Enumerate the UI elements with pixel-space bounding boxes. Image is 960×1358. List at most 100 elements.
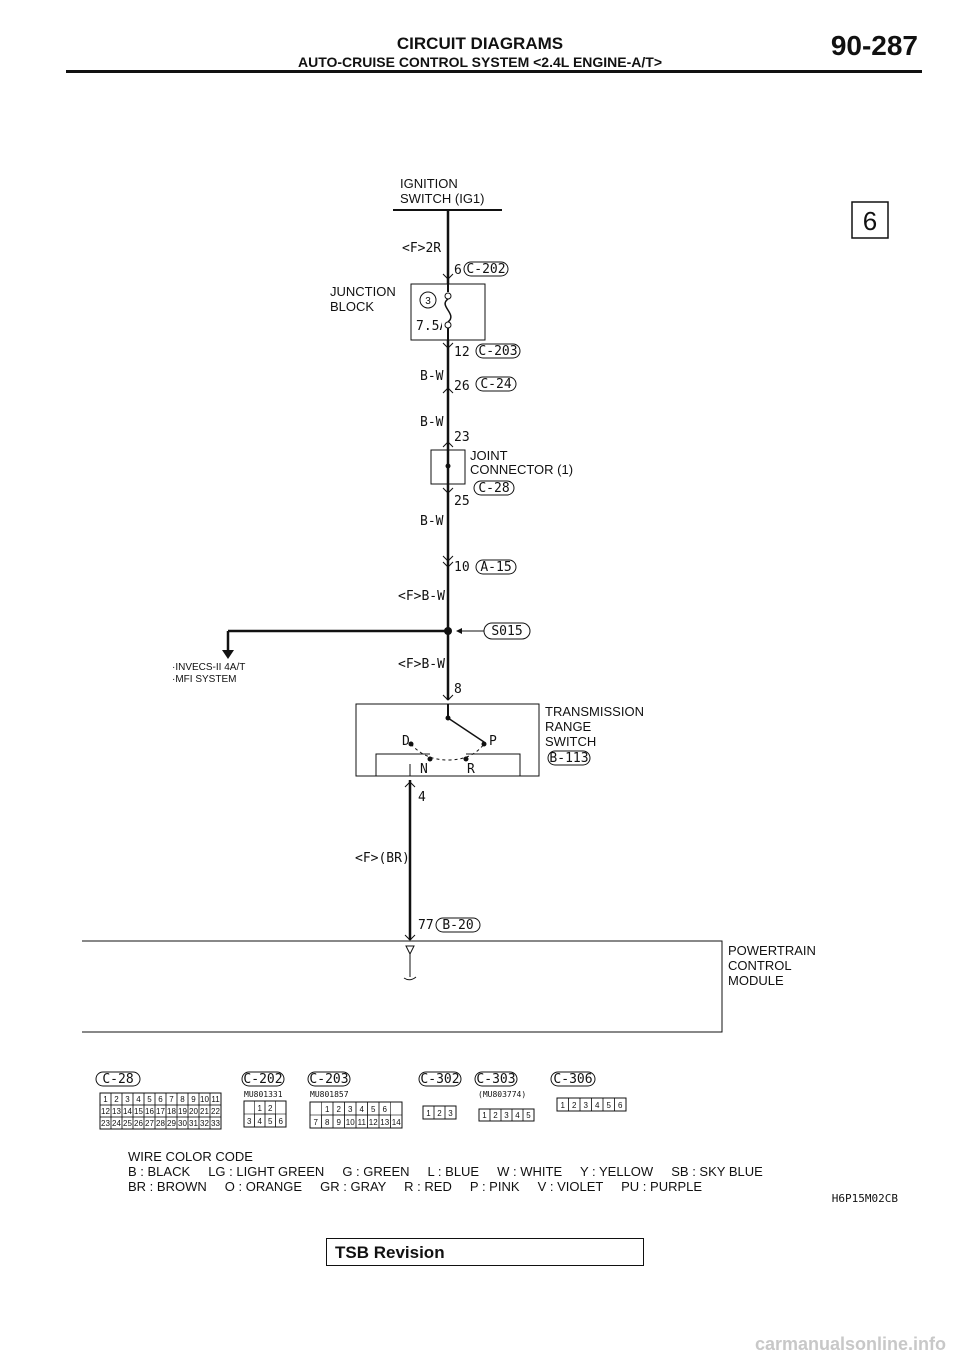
connector-pin-number: 13 [112,1107,121,1116]
connector-pin-number: 2 [493,1111,498,1120]
connector-pin-number: 30 [178,1119,187,1128]
connector-pin-number: 26 [134,1119,143,1128]
connector-pin-number: 19 [178,1107,187,1116]
connector-view-label: C-302 [420,1072,459,1087]
connector-pin-number: 12 [369,1118,378,1127]
connector-pin-number: 6 [383,1105,388,1114]
connector-pin-number: 23 [101,1119,110,1128]
trs-label-3: SWITCH [545,734,596,749]
connector-pin-number: 6 [279,1117,284,1126]
fuse-rating: 7.5A [416,319,447,334]
wire-label-fbw-1: <F>B-W [398,589,445,604]
connector-view-label: C-202 [243,1072,282,1087]
branch-note-2: ·MFI SYSTEM [172,674,236,685]
connector-view-label: C-28 [102,1072,133,1087]
connector-pin-number: 2 [337,1105,342,1114]
connector-pin-number: 10 [200,1095,209,1104]
connector-pin-number: 3 [504,1111,509,1120]
connector-c203: C-203 [478,344,517,359]
connector-pin-number: 7 [314,1118,319,1127]
fuse-number: 3 [425,296,431,307]
pcm-box [82,940,723,1033]
section-title: CIRCUIT DIAGRAMS [396,34,564,53]
trs-pos-p: P [489,734,497,749]
wire-label-bw-3: B-W [420,514,444,529]
connector-pin-number: 24 [112,1119,121,1128]
connector-pin-number: 2 [114,1095,119,1104]
joint-label-1: JOINT [470,448,508,463]
connector-pin-number: 28 [156,1119,165,1128]
branch-note-1: ·INVECS-II 4A/T [172,662,245,673]
connector-pin-number: 22 [211,1107,220,1116]
connector-pin-number: 8 [180,1095,185,1104]
connector-pin-number: 1 [561,1101,566,1110]
junction-label-1: JUNCTION [330,284,396,299]
connector-c202-capsule [463,261,509,277]
pcm-label-3: MODULE [728,973,784,988]
terminal-23: 23 [454,430,470,445]
connector-pin-number: 1 [103,1095,108,1104]
connector-pin-number: 5 [371,1105,376,1114]
diagram-id: H6P15M02CB [831,1192,898,1205]
branch-arrow [222,650,234,659]
connector-pin-number: 21 [200,1107,209,1116]
connector-pin-number: 20 [189,1107,198,1116]
wire-color-line-2: BR : BROWN O : ORANGE GR : GRAY R : RED … [128,1179,703,1194]
connector-pin-number: 11 [358,1118,367,1127]
connector-b113: B-113 [549,751,588,766]
connector-pin-number: 1 [258,1104,263,1113]
connector-pin-number: 18 [167,1107,176,1116]
wire-label-fbr: <F>(BR) [355,851,410,866]
connector-c202: C-202 [466,262,505,277]
connector-pin-number: 5 [607,1101,612,1110]
connector-pin-number: 4 [515,1111,520,1120]
subsection-title: AUTO-CRUISE CONTROL SYSTEM <2.4L ENGINE-… [297,54,663,70]
terminal-26: 26 [454,379,470,394]
connector-pin-number: 31 [189,1119,198,1128]
circuit-diagram: 6 IGNITION SWITCH (IG1) <F>2R 6 C-202 JU… [82,176,889,1130]
connector-pin-number: 4 [360,1105,365,1114]
trs-pos-r: R [467,762,475,777]
connector-pin-number: 5 [268,1117,273,1126]
terminal-6: 6 [454,263,462,278]
ignition-label-2: SWITCH (IG1) [400,191,485,206]
connector-pin-number: 7 [169,1095,174,1104]
connector-pin-number: 4 [595,1101,600,1110]
trs-label-1: TRANSMISSION [545,704,644,719]
connector-b20: B-20 [442,918,473,933]
tsb-revision-label: TSB Revision [335,1243,445,1262]
ignition-label-1: IGNITION [400,176,458,191]
connector-pin-number: 2 [268,1104,273,1113]
trs-pos-d: D [402,734,410,749]
fuse-element [444,298,452,323]
connector-pin-number: 3 [125,1095,130,1104]
connector-pin-cell [390,1114,403,1129]
trs-contact-arm [447,717,485,743]
connector-view-label: C-203 [309,1072,348,1087]
connector-pin-number: 13 [380,1118,389,1127]
pcm-label-1: POWERTRAIN [728,943,816,958]
joint-label-2: CONNECTOR (1) [470,462,573,477]
connector-pin-number: 15 [134,1107,143,1116]
connector-pin-number: 1 [426,1109,431,1118]
connector-pin-cell [275,1113,287,1128]
connector-c24: C-24 [480,377,511,392]
joint-node [445,463,451,469]
terminal-12: 12 [454,345,470,360]
connector-pin-number: 6 [618,1101,623,1110]
fuse-terminal [444,321,452,329]
watermark: carmanualsonline.info [754,1334,946,1354]
connector-pin-number: 25 [123,1119,132,1128]
connector-part-number: (MU803774) [478,1090,526,1099]
connector-pin-cell [444,1105,457,1120]
pcm-label-2: CONTROL [728,958,792,973]
connector-pin-cell [522,1108,535,1122]
terminal-25: 25 [454,494,470,509]
connector-pin-number: 6 [158,1095,163,1104]
tsb-revision-box: TSB Revision [326,1238,644,1266]
connector-pin-number: 16 [145,1107,154,1116]
